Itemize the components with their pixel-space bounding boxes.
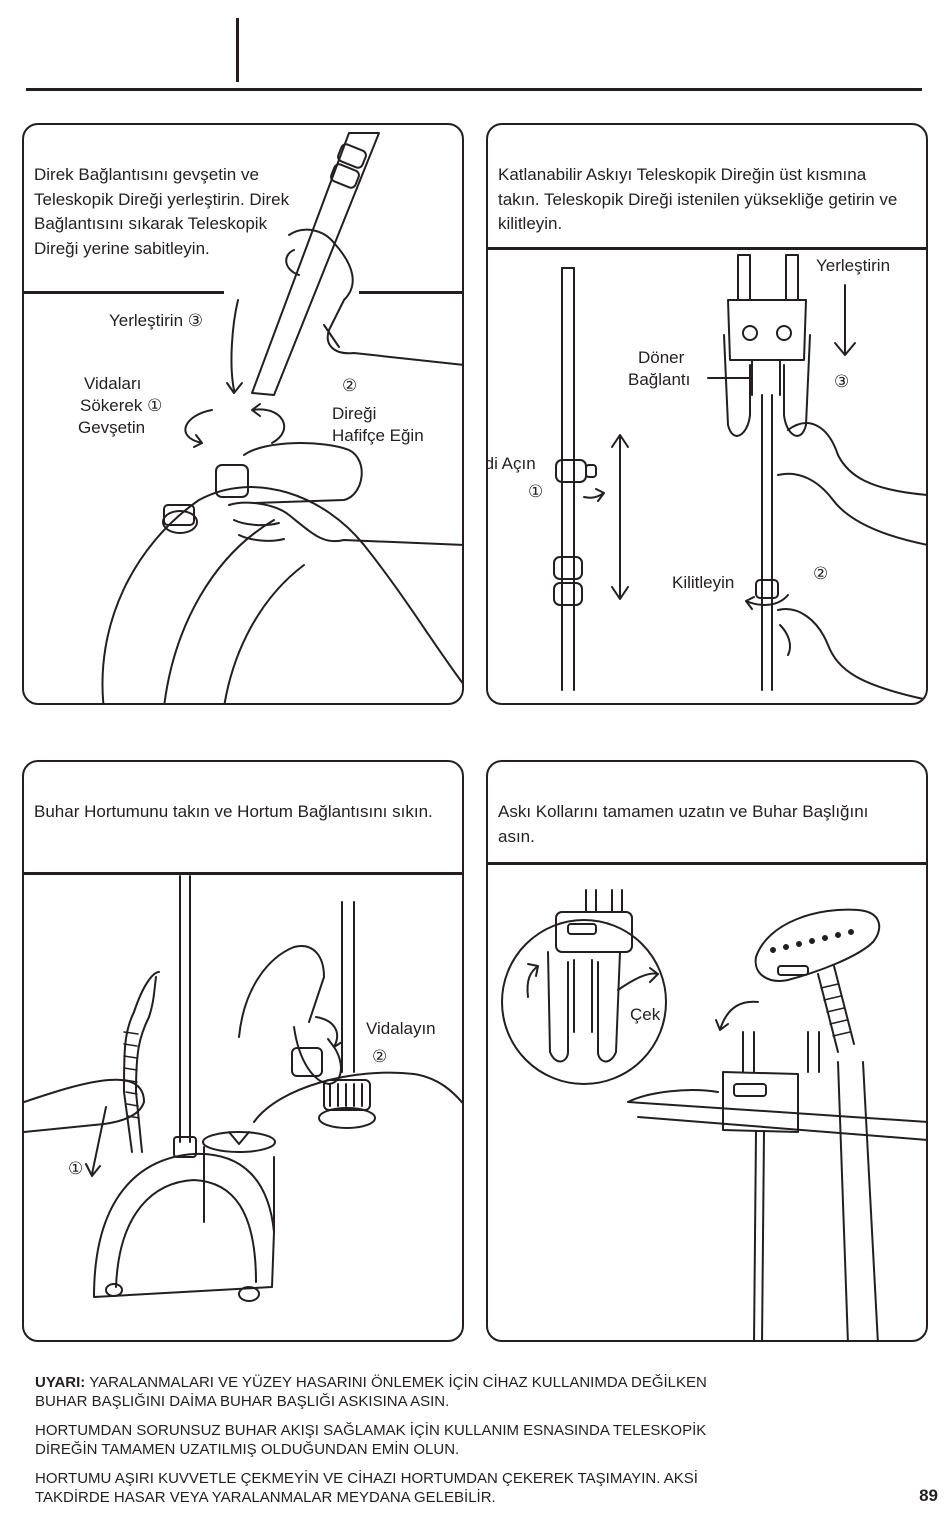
page-number: 89 <box>919 1486 938 1505</box>
label-lock-number: ② <box>813 564 829 583</box>
warning-1-text: YARALANMALARI VE YÜZEY HASARINI ÖNLEMEK … <box>35 1374 707 1410</box>
label-pull: Çek <box>630 1005 661 1024</box>
step-4-caption: Askı Kollarını tamamen uzatın ve Buhar B… <box>498 802 869 846</box>
header-tick-mark <box>236 18 239 82</box>
warning-2: HORTUMDAN SORUNSUZ BUHAR AKIŞI SAĞLAMAK … <box>35 1422 707 1458</box>
step-1-divider <box>24 291 224 294</box>
label-loosen-1: Vidaları <box>84 374 142 393</box>
step-1-divider-right <box>359 291 462 294</box>
label-insert-number: ③ <box>834 372 850 391</box>
label-unlock-number: ① <box>528 482 544 501</box>
panel-step-1: Direk Bağlantısını gevşetin ve Teleskopi… <box>22 123 464 705</box>
step-3-caption: Buhar Hortumunu takın ve Hortum Bağlantı… <box>34 802 433 821</box>
step-3-divider <box>24 872 462 875</box>
label-tilt-2: Hafifçe Eğin <box>332 426 424 445</box>
step-4-divider <box>488 862 926 865</box>
panel-step-4: Askı Kollarını tamamen uzatın ve Buhar B… <box>486 760 928 1342</box>
illustration-hang-head <box>501 889 926 1340</box>
label-hanger-insert: Yerleştirin <box>816 256 891 275</box>
label-screw-number: ② <box>372 1047 388 1066</box>
panel-step-2: Katlanabilir Askıyı Teleskopik Direğin ü… <box>486 123 928 705</box>
label-hose-number: ① <box>68 1159 84 1178</box>
header-rule <box>26 88 922 91</box>
label-insert: Yerleştirin ③ <box>109 311 203 330</box>
label-unlock: Kilidi Açın <box>488 454 536 473</box>
warning-prefix: UYARI: <box>35 1374 86 1391</box>
label-tilt-1: Direği <box>332 404 377 423</box>
label-loosen-3: Gevşetin <box>78 418 146 437</box>
label-loosen-2: Sökerek ① <box>80 396 163 415</box>
warning-3: HORTUMU AŞIRI KUVVETLE ÇEKMEYİN VE CİHAZ… <box>35 1470 698 1506</box>
illustration-pole-attach <box>101 132 462 703</box>
label-screw: Vidalayın <box>366 1019 436 1038</box>
label-tilt-number: ② <box>342 376 358 395</box>
step-2-divider <box>488 247 926 250</box>
illustration-hanger-attach <box>553 254 926 701</box>
label-lock: Kilitleyin <box>672 573 735 592</box>
step-1-caption: Direk Bağlantısını gevşetin ve Teleskopi… <box>34 165 290 258</box>
label-swivel-2: Bağlantı <box>628 370 691 389</box>
panel-step-3: Buhar Hortumunu takın ve Hortum Bağlantı… <box>22 760 464 1342</box>
warning-1: UYARI: YARALANMALARI VE YÜZEY HASARINI Ö… <box>35 1374 755 1411</box>
step-2-caption: Katlanabilir Askıyı Teleskopik Direğin ü… <box>498 165 898 233</box>
label-swivel-1: Döner <box>638 348 685 367</box>
illustration-hose-attach <box>24 875 462 1302</box>
